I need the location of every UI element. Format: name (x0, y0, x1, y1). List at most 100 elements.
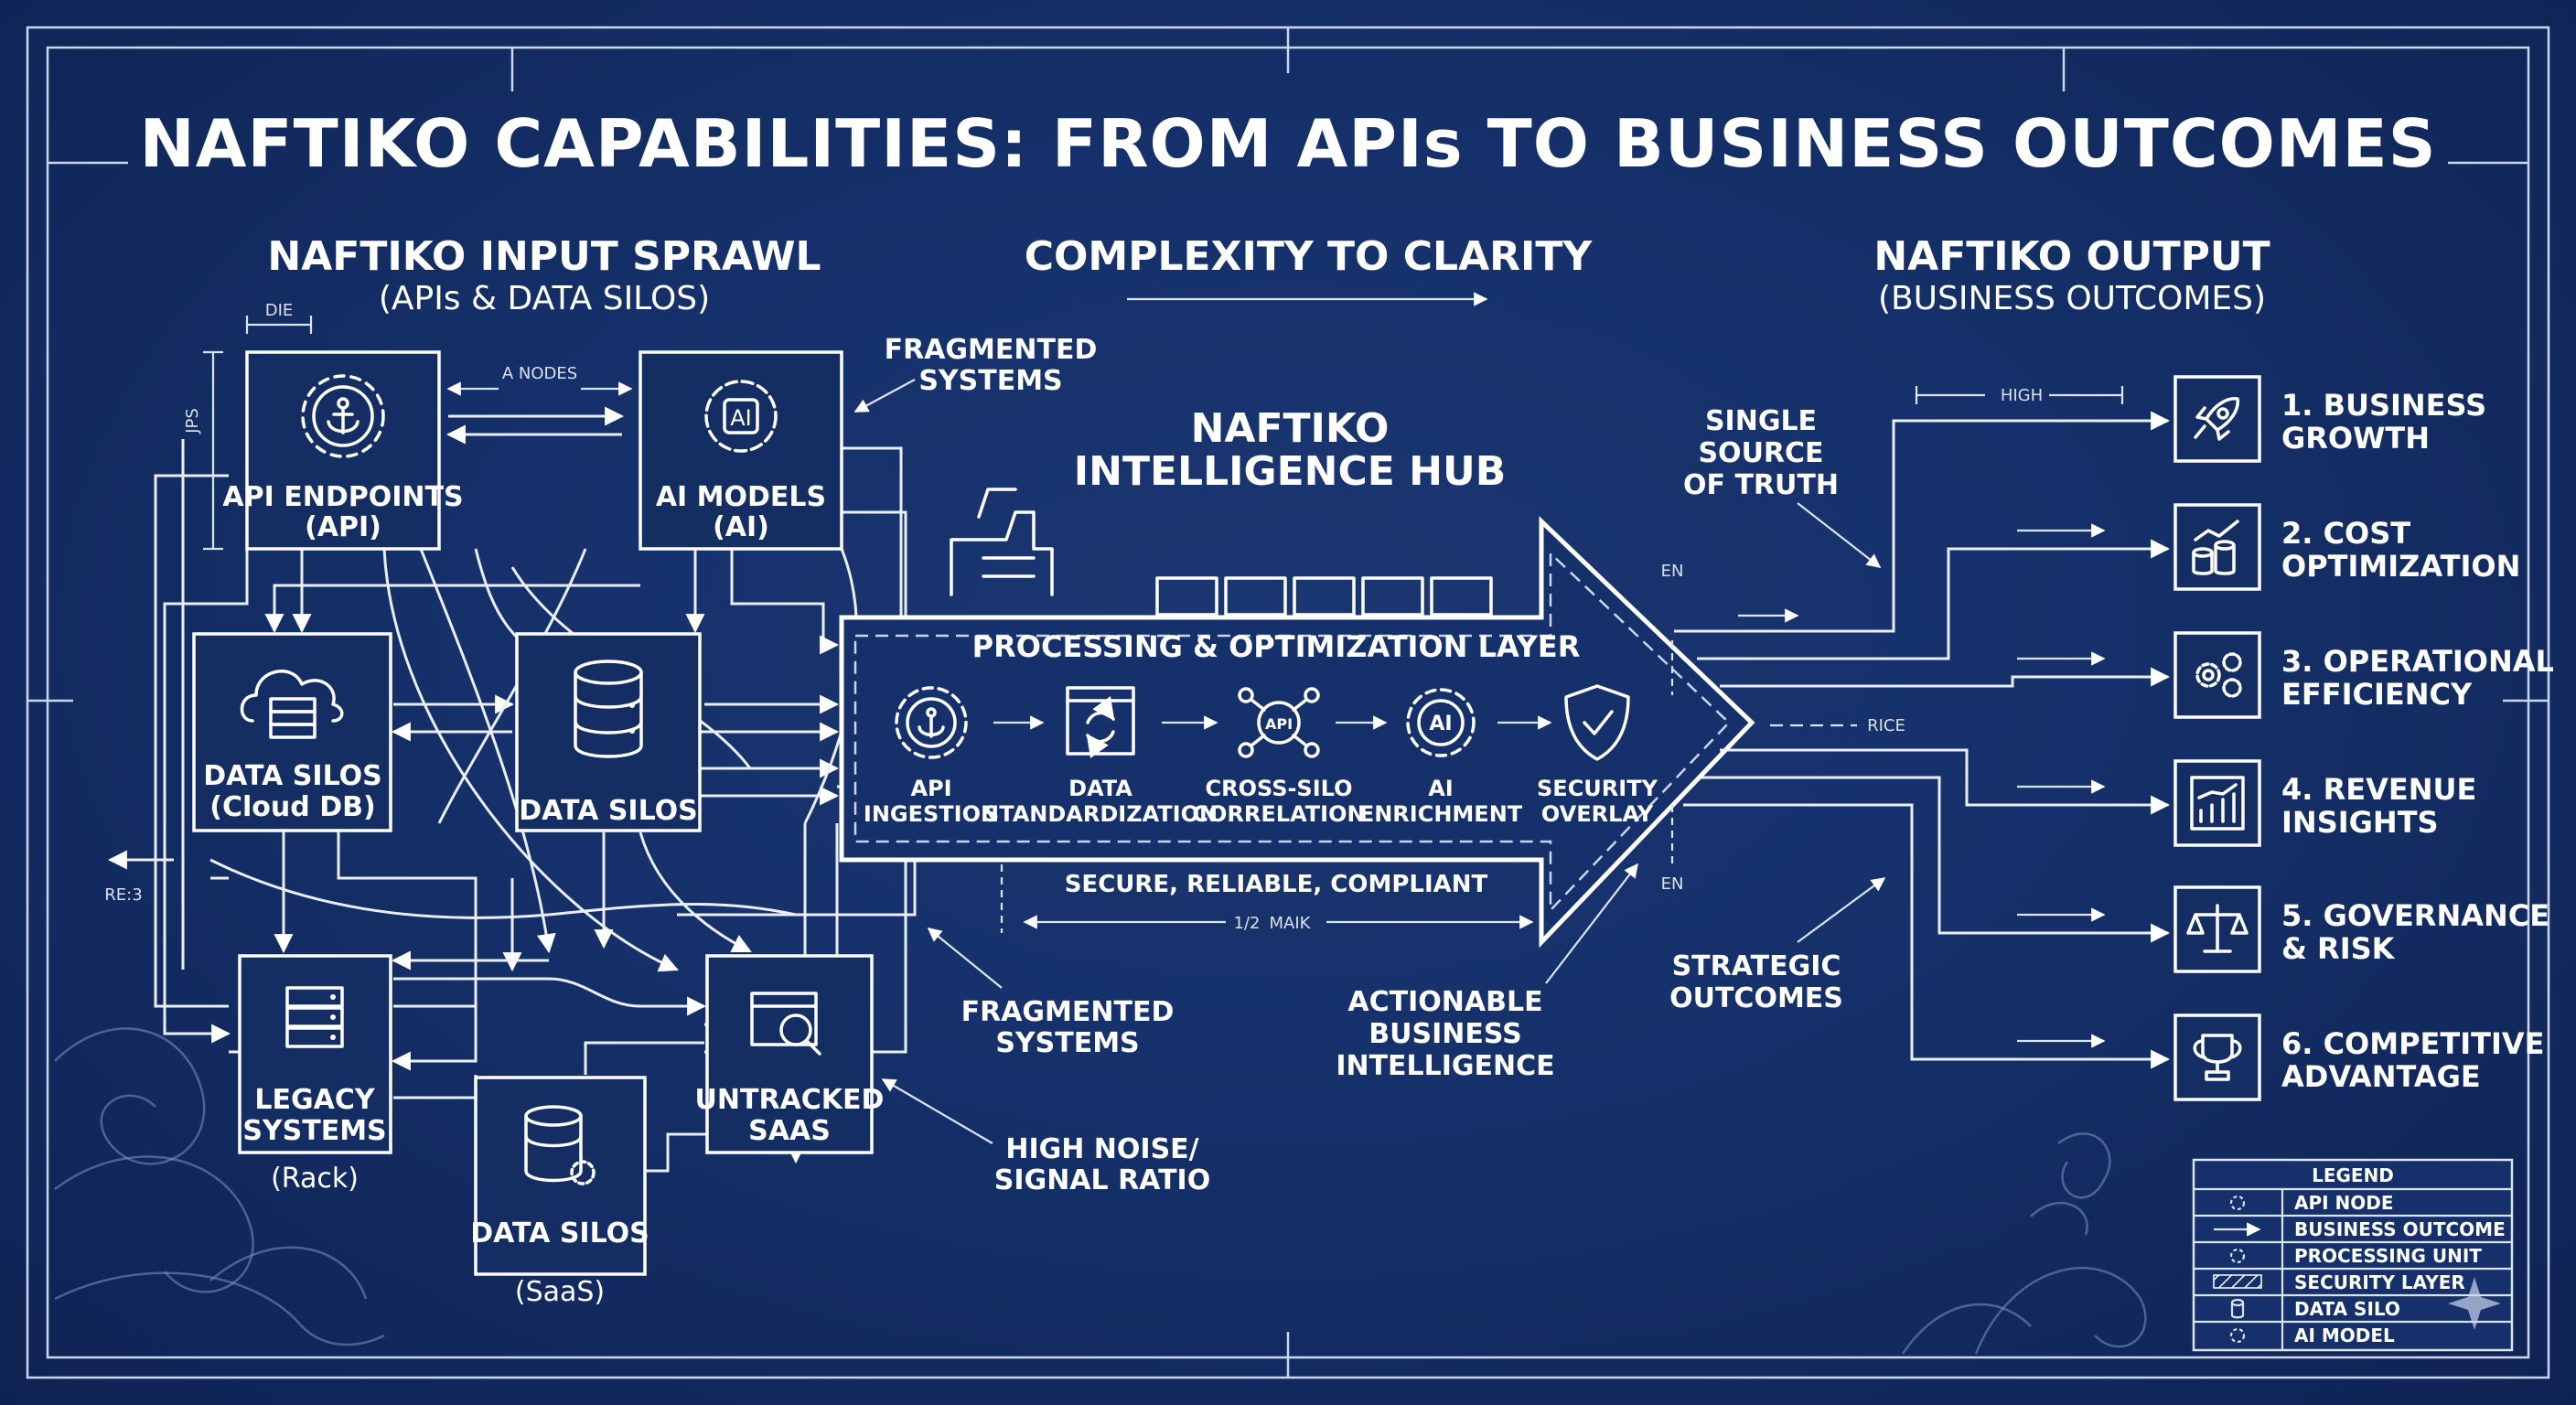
output-label-1b: GROWTH (2281, 421, 2430, 456)
step-api-ingestion-label: API (910, 776, 951, 801)
node-legacy-systems[interactable]: LEGACY SYSTEMS (238, 954, 392, 1154)
node-untracked-saas[interactable]: UNTRACKED SAAS (695, 954, 885, 1154)
node-api-endpoints-sub: (API) (305, 511, 381, 543)
output-item-revenue-insights[interactable]: 4. REVENUE INSIGHTS (2174, 759, 2476, 847)
output-item-competitive-advantage[interactable]: 6. COMPETITIVE ADVANTAGE (2174, 1014, 2545, 1101)
node-ai-models[interactable]: AI AI MODELS (AI) (639, 350, 843, 551)
trophy-icon (2193, 1034, 2242, 1081)
node-legacy-sub: (Rack) (271, 1163, 359, 1195)
annotation-single-source-2: SOURCE (1698, 437, 1823, 469)
annotation-strategic-2: OUTCOMES (1669, 982, 1843, 1014)
node-api-endpoints-label: API ENDPOINTS (222, 481, 463, 513)
shield-check-icon (1564, 684, 1630, 761)
dim-label-die: DIE (265, 301, 294, 320)
hub-ship-illustration (950, 488, 1493, 617)
node-data-silos-center[interactable]: DATA SILOS (515, 632, 702, 832)
legend-item-3: PROCESSING UNIT (2294, 1245, 2482, 1267)
output-label-1: 1. BUSINESS (2281, 388, 2486, 423)
dim-fraction: 1/2 (1234, 914, 1261, 933)
bar-chart-icon (2190, 776, 2245, 831)
output-item-governance-risk[interactable]: 5. GOVERNANCE & RISK (2174, 885, 2549, 973)
dimension-maik: 1/2 MAIK (1000, 864, 1534, 933)
legend-box: LEGEND API NODE BUSINESS OUTCOME PROCESS… (2192, 1158, 2514, 1352)
node-api-endpoints[interactable]: API ENDPOINTS (API) (222, 350, 464, 551)
cloud-database-icon (240, 670, 344, 739)
annotation-fragmented-top-2: SYSTEMS (918, 365, 1062, 397)
node-data-silos-cloud-label: DATA SILOS (203, 760, 382, 792)
dim-label-re: RE:3 (104, 885, 142, 905)
step-ai-enrichment[interactable]: AI AI ENRICHMENT (1359, 688, 1523, 827)
step-api-ingestion[interactable]: API INGESTION (864, 686, 999, 827)
legend-item-5: DATA SILO (2294, 1298, 2400, 1320)
step-cross-silo-correlation[interactable]: API CROSS-SILO CORRELATION (1192, 687, 1366, 827)
coins-chart-icon (2192, 520, 2239, 575)
node-data-silos-cloud[interactable]: DATA SILOS (Cloud DB) (192, 632, 392, 832)
legend-gear-icon (2229, 1195, 2246, 1211)
secure-note: SECURE, RELIABLE, COMPLIANT (1065, 871, 1488, 898)
legend-item-6: AI MODEL (2294, 1325, 2395, 1346)
server-rack-icon (285, 986, 344, 1048)
database-icon (574, 660, 643, 758)
hub-title-1: NAFTIKO (1191, 405, 1390, 452)
network-api-icon: API (1238, 687, 1320, 758)
output-label-6: 6. COMPETITIVE (2281, 1026, 2545, 1061)
node-data-silos-cloud-sub: (Cloud DB) (209, 791, 375, 823)
step-data-standardization[interactable]: DATA STANDARDIZATION (983, 686, 1218, 827)
wave-decoration-right (1901, 1132, 2147, 1355)
output-item-business-growth[interactable]: 1. BUSINESS GROWTH (2174, 375, 2486, 463)
output-item-operational-efficiency[interactable]: 3. OPERATIONAL EFFICIENCY (2174, 631, 2554, 719)
scales-icon (2186, 904, 2249, 953)
anchor-gear-icon (301, 374, 385, 458)
output-label-5: 5. GOVERNANCE (2281, 898, 2549, 933)
output-label-2: 2. COST (2281, 516, 2410, 551)
annotation-single-source: SINGLE SOURCE OF TRUTH (1683, 405, 1882, 568)
svg-text:AI: AI (730, 405, 752, 431)
refresh-window-icon (1066, 686, 1135, 759)
step-api-ingestion-label-2: INGESTION (864, 801, 999, 827)
node-ai-models-label: AI MODELS (656, 481, 826, 513)
node-data-silos-saas-label: DATA SILOS (470, 1217, 649, 1249)
input-subheading: (APIs & DATA SILOS) (379, 280, 710, 317)
node-data-silos-saas[interactable]: DATA SILOS (470, 1076, 649, 1276)
output-label-5b: & RISK (2281, 931, 2396, 966)
output-item-cost-optimization[interactable]: 2. COST OPTIMIZATION (2174, 503, 2520, 591)
annotation-actionable-1: ACTIONABLE (1347, 986, 1542, 1018)
output-subheading: (BUSINESS OUTCOMES) (1878, 280, 2266, 317)
output-heading: NAFTIKO OUTPUT (1873, 233, 2270, 280)
annotation-fragmented-bottom: FRAGMENTED SYSTEMS (927, 928, 1174, 1059)
hub-title-2: INTELLIGENCE HUB (1074, 448, 1506, 495)
annotation-strategic-1: STRATEGIC (1672, 950, 1841, 982)
node-legacy-label-2: SYSTEMS (242, 1115, 386, 1147)
output-dimension-marks: HIGH EN EN RICE (1661, 386, 2124, 894)
dim-label-jps: JPS (183, 408, 202, 434)
step-security-overlay-label-2: OVERLAY (1541, 801, 1654, 827)
dim-label-nodes: A NODES (502, 364, 577, 383)
annotation-actionable-2: BUSINESS (1368, 1018, 1521, 1050)
step-security-overlay[interactable]: SECURITY OVERLAY (1537, 684, 1658, 827)
node-untracked-label: UNTRACKED (695, 1084, 885, 1116)
center-heading: COMPLEXITY TO CLARITY (1025, 233, 1594, 280)
dim-label-high: HIGH (2001, 386, 2043, 405)
legend-ai-icon (2229, 1327, 2246, 1344)
rocket-icon (2194, 397, 2239, 441)
legend-title: LEGEND (2312, 1164, 2394, 1186)
annotation-fragmented-top: FRAGMENTED SYSTEMS (853, 334, 1097, 413)
svg-text:API: API (1265, 715, 1293, 733)
annotation-single-source-1: SINGLE (1705, 405, 1817, 437)
step-cross-silo-label-2: CORRELATION (1192, 801, 1365, 827)
input-heading: NAFTIKO INPUT SPRAWL (267, 233, 821, 280)
step-data-standardization-label-2: STANDARDIZATION (983, 801, 1218, 827)
node-legacy-label: LEGACY (254, 1084, 375, 1116)
node-ai-models-sub: (AI) (713, 511, 769, 543)
legend-database-icon (2230, 1298, 2245, 1319)
annotation-noise-2: SIGNAL RATIO (994, 1164, 1210, 1196)
annotation-strategic: STRATEGIC OUTCOMES (1669, 877, 1886, 1014)
dim-label-en-bottom: EN (1661, 874, 1684, 894)
output-label-4: 4. REVENUE (2281, 772, 2476, 807)
dim-label-rice: RICE (1867, 716, 1905, 735)
output-label-3: 3. OPERATIONAL (2281, 644, 2554, 679)
dim-maik: MAIK (1270, 914, 1312, 933)
step-data-standardization-label: DATA (1068, 776, 1132, 801)
annotation-fragmented-bottom-2: SYSTEMS (995, 1027, 1139, 1059)
